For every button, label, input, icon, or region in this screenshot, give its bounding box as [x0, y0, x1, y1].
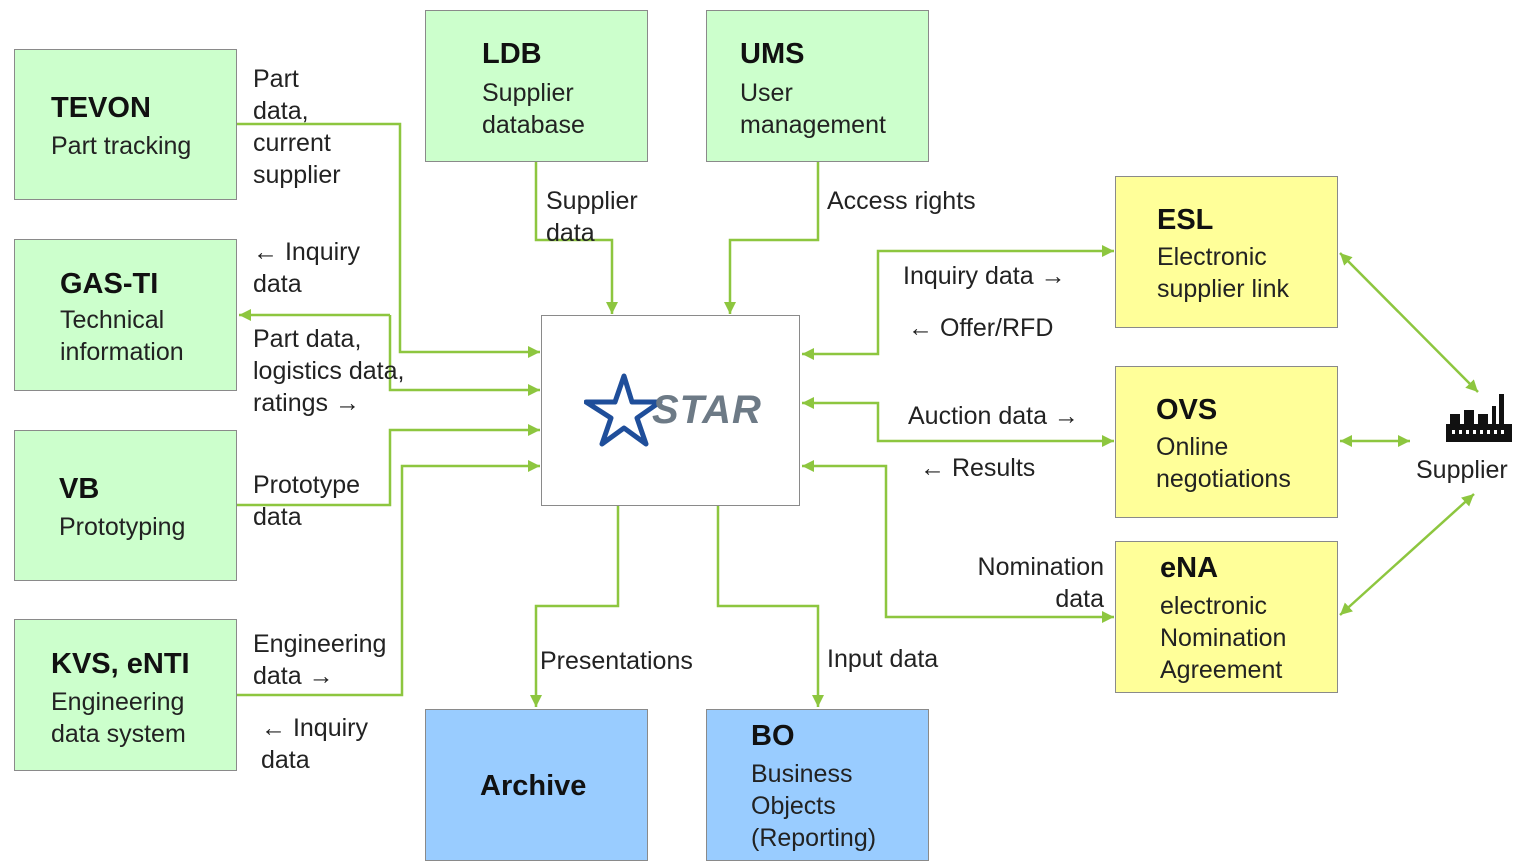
archive-title: Archive [480, 770, 587, 802]
esl-subtitle: Electronic supplier link [1157, 243, 1290, 303]
ums-box: UMS User management [706, 10, 929, 162]
label-tevon-out: Part data, current supplier [253, 65, 341, 189]
ldb-box: LDB Supplier database [425, 10, 648, 162]
flow-star-ovs [802, 397, 1114, 447]
tevon-title: TEVON [51, 92, 151, 124]
label-kvs-out: Engineering data → [253, 630, 387, 690]
star-box [541, 315, 800, 506]
ovs-box: OVS Online negotiations [1115, 366, 1338, 518]
flow-vb-star [237, 424, 540, 507]
flow-ldb-star [534, 162, 618, 314]
label-kvs-in: ← Inquiry data [261, 714, 368, 774]
vb-title: VB [59, 473, 100, 505]
label-esl-out: ← Offer/RFD [908, 314, 1054, 342]
label-esl-in: Inquiry data → [903, 262, 1066, 290]
kvs-title: KVS, eNTI [51, 648, 190, 680]
label-gas-ti-out: Part data, logistics data, ratings → [253, 325, 405, 417]
ena-box: eNA electronic Nomination Agreement [1115, 541, 1338, 693]
kvs-box: KVS, eNTI Engineering data system [14, 619, 237, 771]
label-ovs-out: ← Results [920, 454, 1036, 482]
gas-ti-box: GAS-TI Technical information [14, 239, 237, 391]
bo-box: BO Business Objects (Reporting) [706, 709, 929, 861]
esl-title: ESL [1157, 204, 1214, 236]
flow-ena-supplier [1339, 493, 1475, 616]
star-title: STAR [652, 388, 762, 432]
esl-box: ESL Electronic supplier link [1115, 176, 1338, 328]
flow-star-esl [802, 245, 1114, 360]
factory-icon [1446, 394, 1512, 442]
tevon-subtitle: Part tracking [51, 132, 192, 160]
bo-subtitle: Business Objects (Reporting) [751, 760, 877, 852]
ovs-subtitle: Online negotiations [1156, 433, 1291, 493]
ena-title: eNA [1160, 552, 1219, 584]
vb-box: VB Prototyping [14, 430, 237, 581]
flow-ums-star [724, 162, 820, 314]
label-ums-out: Access rights [827, 187, 976, 215]
gas-ti-title: GAS-TI [60, 268, 159, 300]
label-ldb-out: Supplier data [546, 187, 638, 247]
supplier-label: Supplier [1416, 456, 1508, 484]
label-vb-out: Prototype data [253, 471, 361, 531]
label-ovs-in: Auction data → [908, 402, 1079, 430]
ena-subtitle: electronic Nomination Agreement [1160, 592, 1287, 684]
archive-box: Archive [425, 709, 648, 861]
label-gas-ti-in: ← Inquiry data [253, 238, 360, 298]
label-bo-in: Input data [827, 645, 939, 673]
star-icon [584, 373, 663, 447]
ovs-title: OVS [1156, 394, 1218, 426]
flow-star-bo [716, 506, 824, 707]
kvs-subtitle: Engineering data system [51, 688, 186, 748]
ldb-title: LDB [482, 38, 542, 70]
ums-title: UMS [740, 38, 805, 70]
label-ena-in: Nomination data [977, 553, 1104, 613]
flow-kvs-star [237, 460, 540, 697]
flow-star-archive [530, 506, 620, 707]
flow-esl-supplier [1339, 252, 1479, 393]
ums-subtitle: User management [740, 79, 886, 139]
flow-tevon-star [237, 122, 540, 358]
tevon-box: TEVON Part tracking [14, 49, 237, 200]
vb-subtitle: Prototyping [59, 513, 186, 541]
ldb-subtitle: Supplier database [482, 79, 585, 139]
gas-ti-subtitle: Technical information [60, 306, 184, 366]
label-archive-in: Presentations [540, 647, 693, 675]
flow-star-ena [802, 460, 1114, 623]
bo-title: BO [751, 720, 795, 752]
